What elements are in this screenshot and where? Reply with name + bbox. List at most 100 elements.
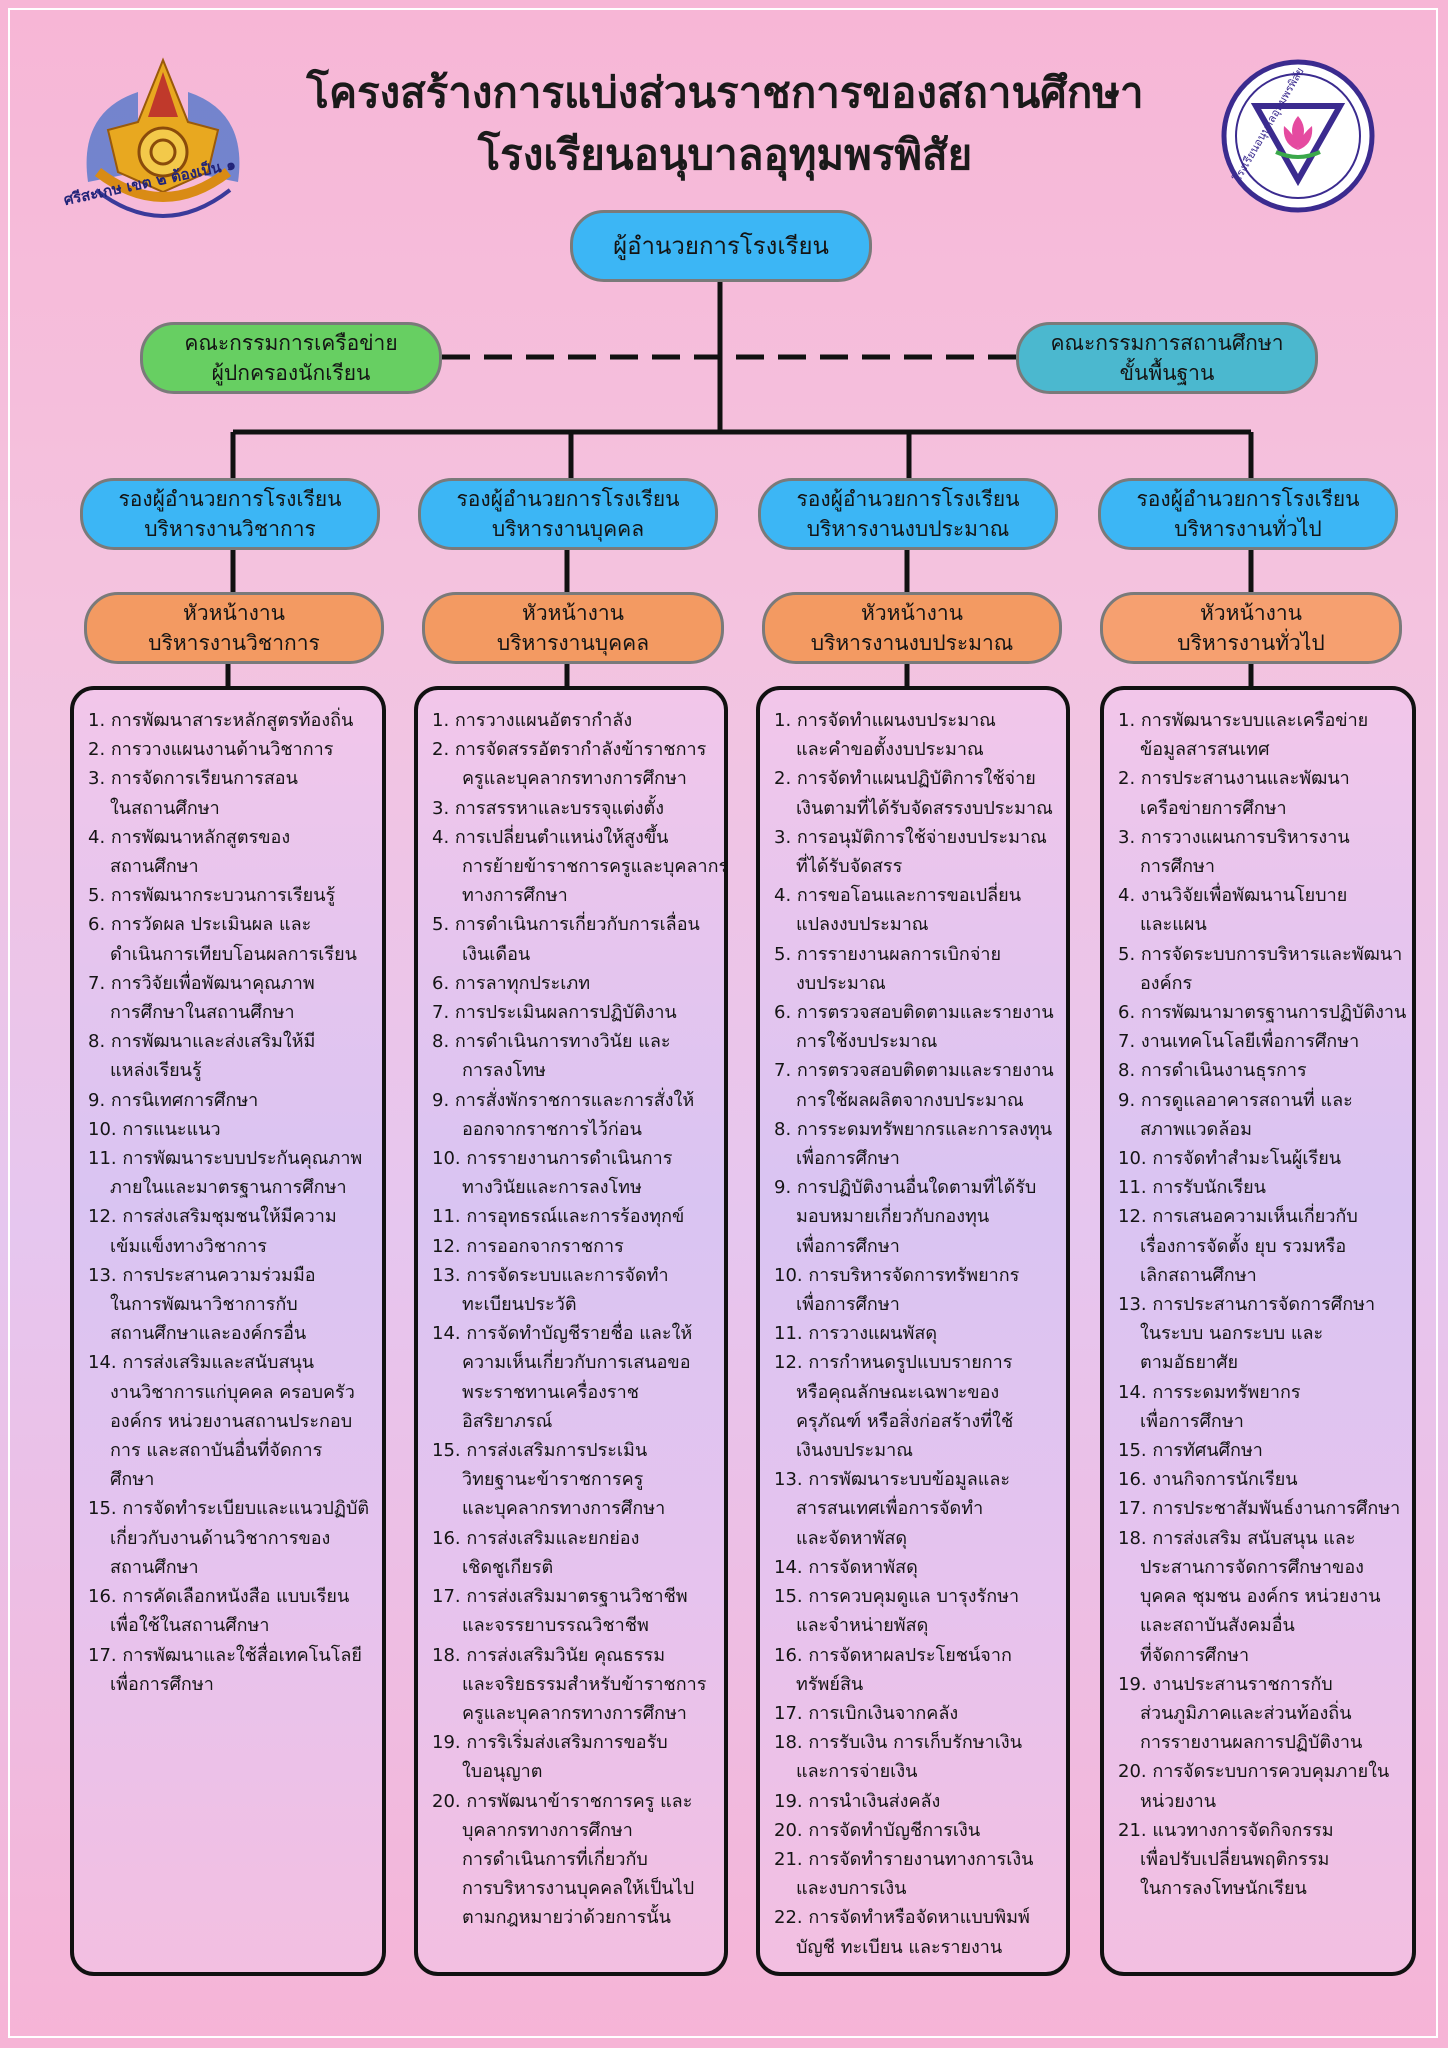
- task-item: 13. การประสานความร่วมมือในการพัฒนาวิชากา…: [88, 1261, 374, 1349]
- general-tasks-panel: 1. การพัฒนาระบบและเครือข่ายข้อมูลสารสนเท…: [1100, 686, 1416, 1976]
- task-line: 18. การส่งเสริมวินัย คุณธรรม: [432, 1644, 666, 1666]
- task-line: 3. การอนุมัติการใช้จ่ายงบประมาณ: [774, 826, 1047, 848]
- task-item: 13. การพัฒนาระบบข้อมูลและสารสนเทศเพื่อกา…: [774, 1465, 1058, 1553]
- task-continuation-line: ตามอัธยาศัย: [1140, 1352, 1239, 1374]
- task-item: 3. การอนุมัติการใช้จ่ายงบประมาณที่ได้รับ…: [774, 823, 1058, 881]
- task-item: 20. การจัดระบบการควบคุมภายในหน่วยงาน: [1118, 1757, 1404, 1815]
- task-line: 13. การประสานการจัดการศึกษา: [1118, 1294, 1376, 1316]
- task-item: 9. การสั่งพักราชการและการสั่งให้ออกจากรา…: [432, 1086, 716, 1144]
- task-continuation-line: ความเห็นเกี่ยวกับการเสนอขอ: [462, 1352, 691, 1374]
- director-label: ผู้อำนวยการโรงเรียน: [613, 232, 829, 260]
- task-continuation-line: องค์กร หน่วยงานสถานประกอบ: [110, 1410, 353, 1432]
- task-line: 9. การปฏิบัติงานอื่นใดตามที่ได้รับ: [774, 1177, 1037, 1199]
- task-line: 6. การพัฒนามาตรฐานการปฏิบัติงาน: [1118, 1002, 1407, 1024]
- task-continuation-line: องค์กร: [1140, 972, 1193, 994]
- task-item: 14. การจัดทำบัญชีรายชื่อ และให้ความเห็นเ…: [432, 1319, 716, 1436]
- task-item: 4. การเปลี่ยนตำแหน่งให้สูงขึ้นการย้ายข้า…: [432, 823, 724, 911]
- task-item: 5. การพัฒนากระบวนการเรียนรู้: [88, 881, 374, 910]
- task-continuation-line: ศึกษา: [110, 1469, 155, 1491]
- task-line: 9. การนิเทศการศึกษา: [88, 1089, 259, 1111]
- task-line: 4. การพัฒนาหลักสูตรของ: [88, 826, 291, 848]
- task-line: 16. การคัดเลือกหนังสือ แบบเรียน: [88, 1586, 350, 1608]
- task-continuation-line: ครูและบุคลากรทางการศึกษา: [462, 1702, 687, 1724]
- task-line: 16. งานกิจการนักเรียน: [1118, 1469, 1298, 1491]
- task-item: 5. การจัดระบบการบริหารและพัฒนาองค์กร: [1118, 940, 1404, 998]
- task-continuation-line: ส่วนภูมิภาคและส่วนท้องถิ่น: [1140, 1702, 1352, 1724]
- task-continuation-line: ในการลงโทษนักเรียน: [1140, 1878, 1307, 1900]
- task-continuation-line: ทางการศึกษา: [462, 885, 568, 907]
- task-line: 19. การนำเงินส่งคลัง: [774, 1790, 941, 1812]
- task-line: 8. การดำเนินการทางวินัย และ: [432, 1031, 671, 1053]
- task-continuation-line: เข้มแข็งทางวิชาการ: [110, 1235, 267, 1257]
- task-item: 14. การส่งเสริมและสนับสนุนงานวิชาการแก่บ…: [88, 1348, 374, 1494]
- deputy-academic-line2: บริหารงานวิชาการ: [144, 517, 316, 541]
- task-item: 12. การออกจากราชการ: [432, 1232, 716, 1261]
- head-academic-box: หัวหน้างาน บริหารงานวิชาการ: [84, 592, 384, 664]
- task-line: 18. การส่งเสริม สนับสนุน และ: [1118, 1527, 1356, 1549]
- task-item: 7. การวิจัยเพื่อพัฒนาคุณภาพการศึกษาในสถา…: [88, 969, 374, 1027]
- task-item: 4. การพัฒนาหลักสูตรของสถานศึกษา: [88, 823, 374, 881]
- task-line: 12. การกำหนดรูปแบบรายการ: [774, 1352, 1013, 1374]
- task-item: 4. การขอโอนและการขอเปลี่ยนแปลงงบประมาณ: [774, 881, 1058, 939]
- deputy-personnel-line1: รองผู้อำนวยการโรงเรียน: [456, 487, 680, 511]
- task-item: 3. การวางแผนการบริหารงานการศึกษา: [1118, 823, 1404, 881]
- task-item: 10. การจัดทำสำมะโนผู้เรียน: [1118, 1144, 1404, 1173]
- task-line: 5. การจัดระบบการบริหารและพัฒนา: [1118, 943, 1403, 965]
- task-line: 16. การส่งเสริมและยกย่อง: [432, 1527, 640, 1549]
- task-line: 6. การตรวจสอบติดตามและรายงาน: [774, 1002, 1054, 1024]
- committee-left-line2: ผู้ปกครองนักเรียน: [211, 361, 371, 385]
- task-item: 20. การจัดทำบัญชีการเงิน: [774, 1816, 1058, 1845]
- task-item: 16. การส่งเสริมและยกย่องเชิดชูเกียรติ: [432, 1524, 716, 1582]
- task-line: 14. การจัดหาพัสดุ: [774, 1556, 918, 1578]
- head-budget-line2: บริหารงานงบประมาณ: [810, 631, 1014, 655]
- task-item: 2. การจัดสรรอัตรากำลังข้าราชการครูและบุค…: [432, 735, 716, 793]
- task-continuation-line: การศึกษาในสถานศึกษา: [110, 1002, 295, 1024]
- deputy-budget-line2: บริหารงานงบประมาณ: [806, 517, 1010, 541]
- parent-network-committee-box: คณะกรรมการเครือข่าย ผู้ปกครองนักเรียน: [140, 322, 442, 394]
- task-item: 4. งานวิจัยเพื่อพัฒนานโยบายและแผน: [1118, 881, 1404, 939]
- task-item: 19. การนำเงินส่งคลัง: [774, 1787, 1058, 1816]
- task-line: 15. การควบคุมดูแล บารุงรักษา: [774, 1586, 1020, 1608]
- head-academic-line2: บริหารงานวิชาการ: [148, 631, 320, 655]
- task-item: 19. การริเริ่มส่งเสริมการขอรับใบอนุญาต: [432, 1728, 716, 1786]
- task-item: 11. การวางแผนพัสดุ: [774, 1319, 1058, 1348]
- task-continuation-line: เพื่อการศึกษา: [796, 1235, 900, 1257]
- task-line: 5. การรายงานผลการเบิกจ่าย: [774, 943, 1002, 965]
- task-item: 16. งานกิจการนักเรียน: [1118, 1465, 1404, 1494]
- task-continuation-line: การ และสถาบันอื่นที่จัดการ: [110, 1440, 323, 1462]
- task-line: 10. การแนะแนว: [88, 1118, 221, 1140]
- task-continuation-line: และการจ่ายเงิน: [796, 1761, 918, 1783]
- task-continuation-line: ออกจากราชการไว้ก่อน: [462, 1118, 642, 1140]
- task-continuation-line: เครือข่ายการศึกษา: [1140, 797, 1287, 819]
- task-item: 15. การจัดทำระเบียบและแนวปฏิบัติเกี่ยวกั…: [88, 1494, 374, 1582]
- task-continuation-line: ครูและบุคลากรทางการศึกษา: [462, 768, 687, 790]
- task-line: 21. แนวทางการจัดกิจกรรม: [1118, 1819, 1334, 1841]
- task-continuation-line: เพื่อการศึกษา: [796, 1294, 900, 1316]
- deputy-academic-line1: รองผู้อำนวยการโรงเรียน: [118, 487, 342, 511]
- director-box: ผู้อำนวยการโรงเรียน: [570, 210, 872, 282]
- committee-right-line2: ขั้นพื้นฐาน: [1119, 361, 1215, 385]
- task-line: 6. การวัดผล ประเมินผล และ: [88, 914, 312, 936]
- task-line: 19. การริเริ่มส่งเสริมการขอรับ: [432, 1732, 668, 1754]
- task-continuation-line: เงินเดือน: [462, 943, 531, 965]
- task-item: 8. การพัฒนาและส่งเสริมให้มีแหล่งเรียนรู้: [88, 1027, 374, 1085]
- task-item: 17. การพัฒนาและใช้สื่อเทคโนโลยีเพื่อการศ…: [88, 1641, 374, 1699]
- page-border: [8, 8, 1438, 2038]
- task-item: 21. การจัดทำรายงานทางการเงินและงบการเงิน: [774, 1845, 1058, 1903]
- task-line: 11. การวางแผนพัสดุ: [774, 1323, 938, 1345]
- task-continuation-line: และจัดหาพัสดุ: [796, 1527, 908, 1549]
- task-item: 15. การทัศนศึกษา: [1118, 1436, 1404, 1465]
- head-general-line1: หัวหน้างาน: [1199, 601, 1303, 625]
- task-continuation-line: และบุคลากรทางการศึกษา: [462, 1498, 666, 1520]
- task-continuation-line: ที่จัดการศึกษา: [1140, 1644, 1250, 1666]
- task-continuation-line: สถานศึกษา: [110, 856, 199, 878]
- task-continuation-line: ในระบบ นอกระบบ และ: [1140, 1323, 1324, 1345]
- task-continuation-line: เพื่อใช้ในสถานศึกษา: [110, 1615, 270, 1637]
- task-continuation-line: วิทยฐานะข้าราชการครู: [462, 1469, 644, 1491]
- task-line: 9. การสั่งพักราชการและการสั่งให้: [432, 1089, 695, 1111]
- task-item: 17. การประชาสัมพันธ์งานการศึกษา: [1118, 1494, 1404, 1523]
- committee-right-line1: คณะกรรมการสถานศึกษา: [1050, 331, 1284, 355]
- task-item: 11. การอุทธรณ์และการร้องทุกข์: [432, 1202, 716, 1231]
- task-line: 11. การอุทธรณ์และการร้องทุกข์: [432, 1206, 685, 1228]
